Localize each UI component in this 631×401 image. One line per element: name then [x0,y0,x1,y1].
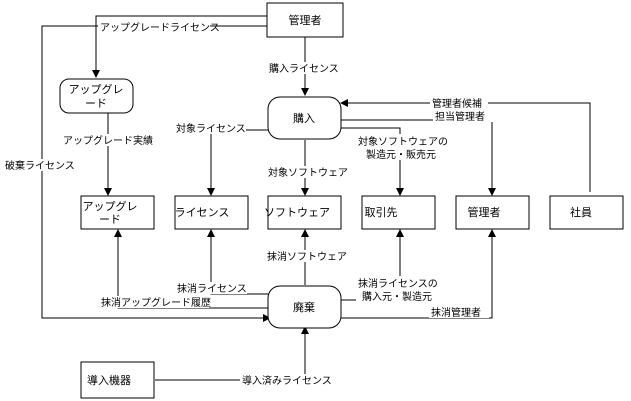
flow-label-erase-license: 抹消ライセンス [177,282,247,295]
flow-label-erase-maker-2: 購入元・製造元 [362,290,432,303]
flow-label-target-software: 対象ソフトウェア [268,166,348,179]
upgrade-process [59,78,134,114]
arrow-erase-license [207,229,215,237]
license-store [174,195,249,230]
software-store [267,195,342,230]
flow-line-erase-manager [341,233,493,319]
flow-label-erase-maker-1: 抹消ライセンスの [358,277,438,290]
arrow-upgrade-record [104,188,112,196]
purchase-process-label: 購入 [293,111,315,125]
arrow-erase-manager [488,229,496,237]
arrow-erase-software [301,229,309,237]
upgrade-store-label-1: アップグレ [83,199,138,213]
arrow-erase-upgrade-history [114,229,122,237]
arrow-upgrade-license [92,70,100,78]
upgrade-process-label-2: ード [85,97,107,110]
employee-store-label: 社員 [570,205,592,219]
manager-store-label: 管理者 [468,205,501,219]
flow-line-target-license [210,129,268,192]
arrow-target-license [207,188,215,196]
flow-line-manager-candidate [343,102,591,192]
flow-label-manager-candidate: 管理者候補 [432,97,482,110]
purchase-process [267,96,342,140]
disposal-process [267,285,342,329]
flow-label-discard-license: 破棄ライセンス [5,159,75,172]
flow-line-installed-license [155,330,306,381]
flow-line-target-maker [341,127,401,192]
manager-entity [266,2,344,38]
installed-device-label: 導入機器 [87,373,131,387]
flow-line-discard-license [41,25,268,319]
upgrade-process-label-1: アップグレ [69,82,124,96]
installed-device-entity [80,361,155,399]
arrow-manager-candidate [340,99,348,107]
license-store-label: ライセンス [175,206,230,219]
flow-label-target-license: 対象ライセンス [176,122,246,135]
upgrade-store [80,195,155,230]
flow-label-erase-manager: 抹消管理者 [431,306,481,319]
arrow-responsible-manager [488,188,496,196]
flow-label-purchase-license: 購入ライセンス [269,62,339,75]
arrow-installed-license [301,326,309,334]
upgrade-store-label-2: ード [99,213,121,226]
flow-label-erase-software: 抹消ソフトウェア [267,250,347,263]
flow-label-erase-upgrade-history: 抹消アップグレード履歴 [101,296,211,309]
flow-line-upgrade-license [95,15,267,72]
flow-label-target-maker-2: 製造元・販売元 [366,148,436,161]
manager-entity-label: 管理者 [289,13,322,27]
flow-label-upgrade-license: アップグレードライセンス [100,21,220,34]
disposal-process-label: 廃棄 [293,300,315,314]
flow-label-responsible-manager: 担当管理者 [435,110,485,123]
arrow-erase-maker [396,229,404,237]
arrow-target-maker [396,188,404,196]
supplier-store-label: 取引先 [365,205,398,219]
supplier-store [361,195,436,230]
arrow-purchase-license [301,88,309,96]
flow-label-installed-license: 導入済みライセンス [242,374,332,387]
flow-label-target-maker-1: 対象ソフトウェアの [358,135,448,148]
software-store-label: ソフトウェア [264,206,330,219]
employee-store [549,195,624,230]
flow-label-upgrade-record: アップグレード実績 [63,134,153,147]
arrow-discard-license [263,314,271,322]
arrow-target-software [301,188,309,196]
manager-store [455,195,530,230]
